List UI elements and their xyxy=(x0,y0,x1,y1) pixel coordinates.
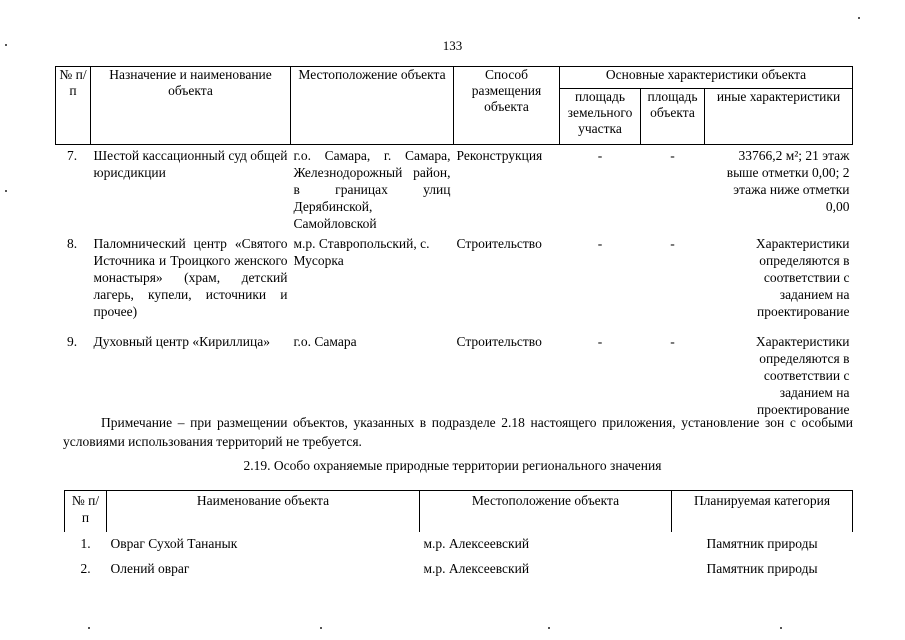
row-num: 7. xyxy=(66,148,78,163)
header-location: Местоположение объекта xyxy=(419,490,672,532)
row-land-area: - xyxy=(597,236,603,251)
row-location: г.о. Самара xyxy=(293,334,357,349)
header-num: № п/п xyxy=(55,66,91,145)
row-location: м.р. Ставропольский, с. Мусорка xyxy=(293,236,430,268)
page-number: 133 xyxy=(442,38,463,53)
row-other: Характеристики определяются в соответств… xyxy=(755,334,850,417)
header-name: Наименование объекта xyxy=(106,490,420,532)
objects-table: № п/п Назначение и наименование объекта … xyxy=(55,66,853,418)
scan-artifact xyxy=(858,17,860,19)
row-name: Шестой кассационный суд общей юрисдикции xyxy=(93,148,288,180)
row-name: Олений овраг xyxy=(110,561,190,576)
row-method: Строительство xyxy=(456,334,542,349)
header-method: Способ размещения объекта xyxy=(453,66,560,145)
row-num: 1. xyxy=(80,536,91,551)
row-location: г.о. Самара, г. Самара, Железнодорожный … xyxy=(293,148,451,231)
table-row: 9. Духовный центр «Кириллица» г.о. Самар… xyxy=(56,330,853,418)
header-object-area: площадь объекта xyxy=(640,88,705,145)
scan-artifact xyxy=(5,44,7,46)
header-characteristics: Основные характеристики объекта xyxy=(559,66,853,89)
scan-artifact xyxy=(548,627,550,629)
table-row: 8. Паломнический центр «Святого Источник… xyxy=(56,232,853,330)
header-location: Местоположение объекта xyxy=(290,66,454,145)
row-location: м.р. Алексеевский xyxy=(423,561,530,576)
row-object-area: - xyxy=(670,334,675,349)
scan-artifact xyxy=(5,190,7,192)
row-object-area: - xyxy=(670,236,675,251)
table-row: 1. Овраг Сухой Тананык м.р. Алексеевский… xyxy=(65,532,853,557)
header-name: Назначение и наименование объекта xyxy=(90,66,291,145)
scan-artifact xyxy=(88,627,90,629)
row-method: Реконструкция xyxy=(456,148,543,163)
scan-artifact xyxy=(780,627,782,629)
note-paragraph: Примечание – при размещении объектов, ук… xyxy=(63,415,853,449)
row-name: Паломнический центр «Святого Источника и… xyxy=(93,236,288,319)
row-name: Духовный центр «Кириллица» xyxy=(93,334,270,349)
table-row: 2. Олений овраг м.р. Алексеевский Памятн… xyxy=(65,557,853,582)
row-method: Строительство xyxy=(456,236,542,251)
header-land-area: площадь земельного участка xyxy=(559,88,641,145)
row-land-area: - xyxy=(597,334,603,349)
row-category: Памятник природы xyxy=(706,561,818,576)
row-num: 9. xyxy=(66,334,78,349)
row-object-area: - xyxy=(670,148,675,163)
table-row: 7. Шестой кассационный суд общей юрисдик… xyxy=(56,145,853,233)
section-title: 2.19. Особо охраняемые природные террито… xyxy=(243,458,662,473)
header-other: иные характеристики xyxy=(704,88,853,145)
header-category: Планируемая категория xyxy=(671,490,853,532)
scan-artifact xyxy=(320,627,322,629)
row-num: 2. xyxy=(80,561,91,576)
row-name: Овраг Сухой Тананык xyxy=(110,536,238,551)
row-num: 8. xyxy=(66,236,78,251)
row-location: м.р. Алексеевский xyxy=(423,536,530,551)
row-other: Характеристики определяются в соответств… xyxy=(755,236,850,319)
header-num: № п/п xyxy=(64,490,107,532)
row-other: 33766,2 м²; 21 этаж выше отметки 0,00; 2… xyxy=(726,148,850,214)
row-category: Памятник природы xyxy=(706,536,818,551)
protected-areas-table: № п/п Наименование объекта Местоположени… xyxy=(64,490,853,582)
row-land-area: - xyxy=(597,148,603,163)
